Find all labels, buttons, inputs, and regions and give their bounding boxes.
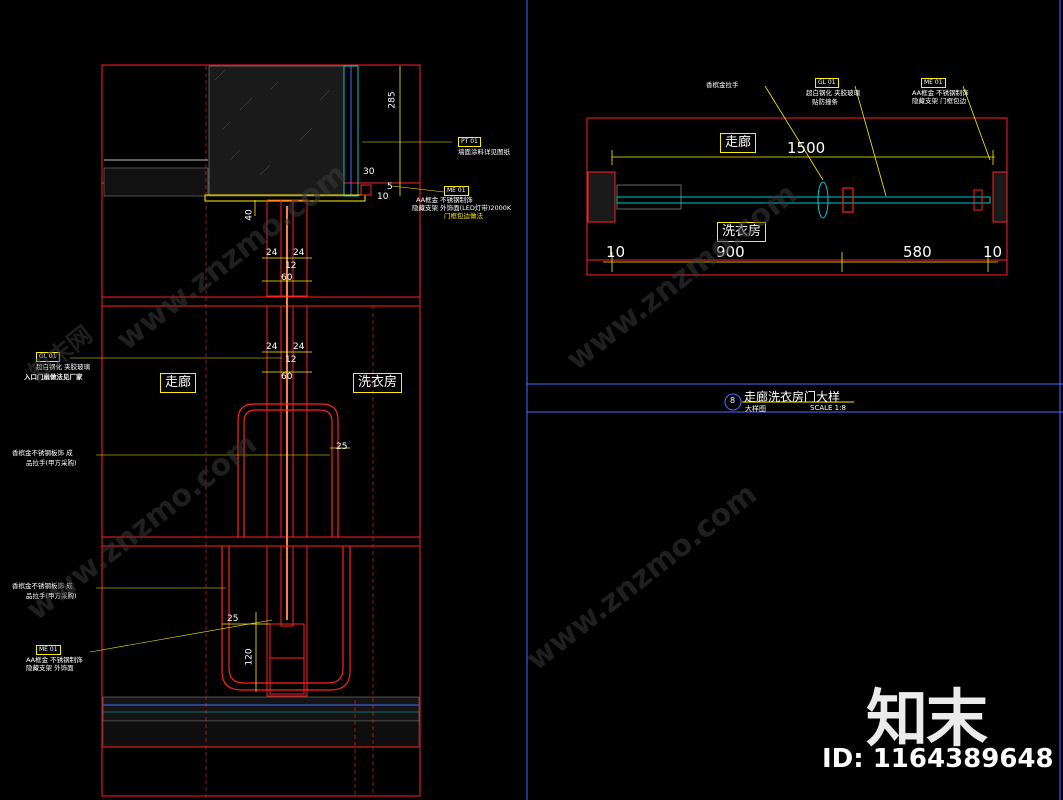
- dim-285: 285: [387, 91, 398, 109]
- dim-580: 580: [903, 243, 932, 261]
- note-handle-1b: 品拉手(甲方采购): [26, 459, 77, 467]
- dim-25-b: 25: [227, 614, 239, 624]
- tag-plan-gl-01: GL 01: [815, 78, 839, 88]
- dim-24-d: 24: [293, 342, 305, 352]
- note-handle-1a: 香槟金不锈钢板饰 成: [12, 449, 73, 457]
- note-me-1: AA框金 不锈钢制饰: [416, 196, 473, 204]
- dim-12-a: 12: [285, 261, 297, 271]
- note-gl-2: 入口门扇做法见厂家: [24, 373, 83, 381]
- dim-60-a: 60: [281, 273, 293, 283]
- note-pt: 墙面涂料详见图纸: [458, 148, 510, 156]
- title-subtitle: 大样图: [745, 405, 766, 413]
- note-me-3: 门框包边做法: [444, 212, 483, 220]
- leader-lines: [70, 141, 452, 653]
- dim-right-10: 10: [983, 243, 1003, 261]
- dim-25-a: 25: [336, 442, 348, 452]
- centerlines: [205, 66, 374, 796]
- room-label-corridor-left: 走廊: [160, 373, 197, 393]
- dim-5: 5: [387, 182, 393, 192]
- watermark-logo: 知末: [866, 682, 988, 755]
- room-label-laundry-left: 洗衣房: [353, 373, 403, 393]
- dim-24-a: 24: [266, 248, 278, 258]
- dim-10: 10: [377, 192, 389, 202]
- dim-left-10: 10: [606, 243, 626, 261]
- tag-me-01-bottom: ME 01: [36, 645, 61, 655]
- wall-section-hatch: [103, 65, 372, 202]
- title-number: 8: [730, 396, 736, 405]
- watermark-id: ID: 1164389648: [822, 744, 1054, 774]
- dim-900: 900: [716, 243, 745, 261]
- note-me-bottom-1: AA框金 不锈钢制饰: [26, 656, 83, 664]
- tag-plan-me-01: ME 01: [921, 78, 946, 88]
- sheet-border: [526, 0, 1063, 800]
- note-me-2: 隐藏支架 外饰面(LED灯带)2000K: [412, 204, 512, 212]
- tag-gl-01: GL 01: [36, 352, 60, 362]
- left-dimension-lines: [222, 66, 401, 692]
- note-gl-1: 超白钢化 夹胶玻璃: [36, 363, 91, 371]
- note-plan-gl-1: 超白钢化 夹胶玻璃: [806, 89, 861, 97]
- title-text: 走廊洗衣房门大样: [744, 390, 841, 404]
- dim-12-b: 12: [285, 355, 297, 365]
- note-plan-handle: 香槟金拉手: [706, 81, 739, 89]
- floor-section: [102, 696, 420, 748]
- room-label-laundry-right: 洗衣房: [717, 222, 767, 242]
- note-plan-gl-2: 贴防撞条: [812, 98, 838, 106]
- dim-60-b: 60: [281, 372, 293, 382]
- tag-pt-01: PT 01: [458, 137, 481, 147]
- right-plan-dims: [603, 85, 998, 272]
- note-handle-2a: 香槟金不锈钢板饰 成: [12, 582, 73, 590]
- title-scale: SCALE 1:8: [810, 404, 846, 412]
- dim-120: 120: [244, 648, 255, 666]
- dim-24-c: 24: [266, 342, 278, 352]
- note-me-bottom-2: 隐藏支架 外饰面: [26, 664, 74, 672]
- dim-24-b: 24: [293, 248, 305, 258]
- dim-total-1500: 1500: [787, 139, 826, 157]
- room-label-corridor-right: 走廊: [720, 133, 757, 153]
- note-handle-2b: 品拉手(甲方采购): [26, 592, 77, 600]
- title-block-graphic: [724, 393, 854, 411]
- note-plan-me-2: 隐藏支架 门框包边: [912, 97, 967, 105]
- right-plan-walls: [587, 171, 1008, 223]
- note-plan-me-1: AA框金 不锈钢制饰: [912, 89, 969, 97]
- door-column: [266, 199, 308, 697]
- tag-me-01: ME 01: [444, 186, 469, 196]
- handle-drawings: [221, 403, 351, 691]
- dim-30: 30: [363, 167, 375, 177]
